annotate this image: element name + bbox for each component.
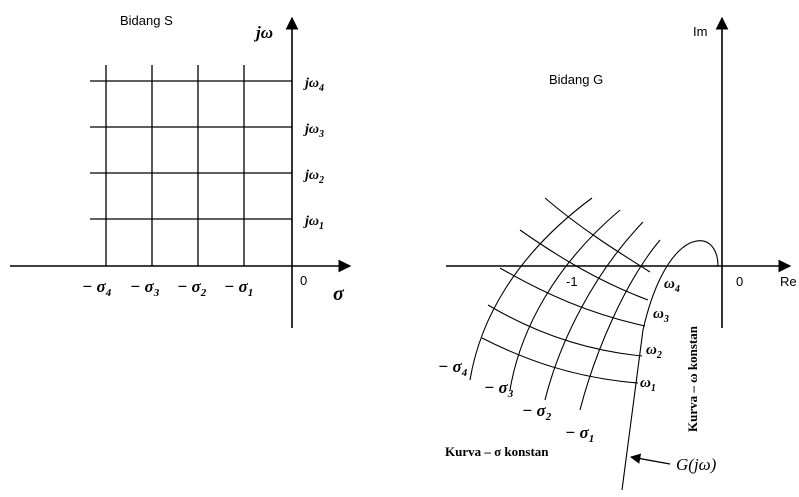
s-real-axis-label: σ — [333, 283, 345, 305]
g-omega-curve-4 — [519, 229, 649, 301]
g-omega-curve-5 — [544, 197, 651, 273]
g-gjw-pointer-arrow — [629, 453, 671, 465]
s-plane: Bidang S jω σ 0 jω4 jω3 jω2 jω1 − σ4 − σ… — [10, 13, 352, 328]
g-sigma-curve-caption: Kurva – σ konstan — [445, 444, 549, 459]
s-omega-label-3: jω3 — [303, 122, 324, 140]
g-gjw-curve — [621, 240, 719, 491]
s-plane-title: Bidang S — [120, 13, 173, 28]
s-omega-label-2: jω2 — [303, 168, 324, 186]
g-sigma-label-4: − σ4 — [438, 357, 468, 379]
g-plane: Bidang G Im Re 0 -1 ω4 ω3 ω2 ω1 − σ4 − σ… — [438, 16, 797, 491]
g-sigma-label-2: − σ2 — [522, 401, 552, 423]
g-plane-title: Bidang G — [549, 72, 603, 87]
g-sigma-curve-3 — [509, 209, 621, 391]
g-origin-label: 0 — [736, 274, 743, 289]
g-gjw-label: G(jω) — [676, 455, 717, 474]
g-sigma-label-3: − σ3 — [484, 378, 514, 400]
g-omega-curve-caption: Kurva – ω konstan — [685, 325, 700, 432]
s-omega-label-1: jω1 — [303, 214, 324, 232]
g-omega-label-1: ω1 — [640, 375, 656, 394]
g-omega-curve-3 — [499, 267, 646, 327]
g-minus-one-label: -1 — [566, 274, 578, 289]
g-imag-axis-label: Im — [693, 24, 707, 39]
g-sigma-curve-4 — [469, 197, 593, 381]
g-sigma-curve-1 — [579, 239, 661, 411]
g-sigma-label-1: − σ1 — [565, 423, 594, 445]
g-omega-label-2: ω2 — [646, 342, 662, 361]
s-omega-label-4: jω4 — [303, 76, 324, 94]
s-sigma-label-3: − σ3 — [130, 277, 160, 299]
g-omega-label-4: ω4 — [664, 276, 680, 295]
g-omega-label-3: ω3 — [653, 306, 669, 325]
s-sigma-label-2: − σ2 — [177, 277, 207, 299]
g-omega-curve-1 — [481, 337, 639, 384]
s-sigma-label-4: − σ4 — [82, 277, 112, 299]
g-omega-curve-2 — [487, 304, 643, 357]
s-origin-label: 0 — [300, 273, 307, 288]
g-real-axis-label: Re — [780, 274, 797, 289]
s-sigma-label-1: − σ1 — [224, 277, 253, 299]
s-imag-axis-label: jω — [253, 23, 273, 42]
